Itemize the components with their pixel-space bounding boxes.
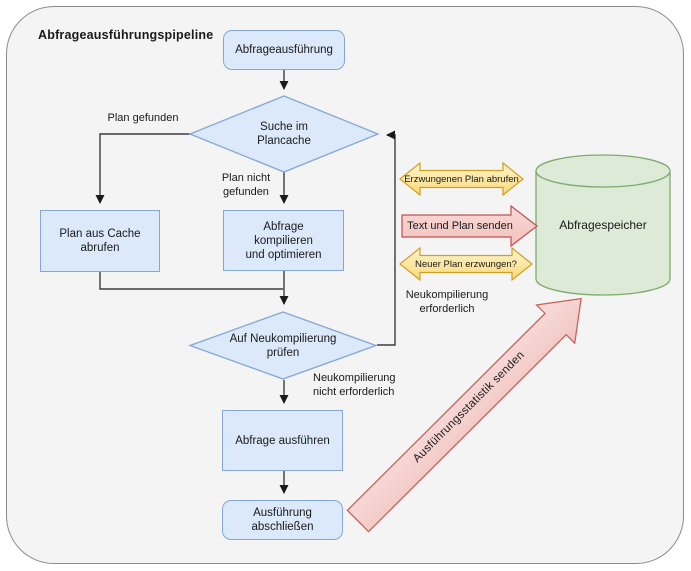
diagram-title: Abfrageausführungspipeline bbox=[38, 28, 214, 42]
new-plan-forced-arrow bbox=[399, 246, 533, 282]
send-statistics-arrow bbox=[346, 297, 582, 533]
recompile-check-label: Auf Neukompilierung prüfen bbox=[229, 332, 337, 359]
query-store-cylinder bbox=[535, 154, 671, 296]
finish-execution-node: Ausführung abschließen bbox=[222, 500, 343, 540]
start-node: Abfrageausführung bbox=[223, 30, 345, 70]
edge-cache-merge bbox=[99, 272, 283, 290]
query-store-label: Abfragespeicher bbox=[559, 218, 647, 232]
execute-query-node: Abfrage ausführen bbox=[222, 410, 343, 471]
plan-not-found-label: Plan nicht gefunden bbox=[221, 172, 271, 198]
fetch-forced-plan-arrow bbox=[399, 161, 524, 197]
compile-optimize-node: Abfrage kompilieren und optimieren bbox=[223, 210, 344, 271]
edge-recompile-required bbox=[377, 130, 396, 346]
send-text-and-plan-label: Text und Plan senden bbox=[407, 220, 513, 232]
recompile-required-label: Neukompilierung erforderlich bbox=[405, 289, 489, 315]
plan-from-cache-node: Plan aus Cache abrufen bbox=[40, 210, 160, 272]
search-plancache-diamond bbox=[188, 95, 380, 173]
send-text-and-plan-arrow bbox=[401, 204, 538, 248]
edge-plan-found bbox=[95, 133, 192, 204]
new-plan-forced-label: Neuer Plan erzwungen? bbox=[415, 258, 517, 270]
search-plancache-label: Suche im Plancache bbox=[257, 121, 311, 147]
fetch-forced-plan-label: Erzwungenen Plan abrufen bbox=[404, 173, 519, 185]
recompile-check-diamond bbox=[188, 311, 378, 380]
plan-found-label: Plan gefunden bbox=[107, 112, 179, 124]
recompile-not-required-label: Neukompilierung nicht erforderlich bbox=[313, 372, 396, 398]
